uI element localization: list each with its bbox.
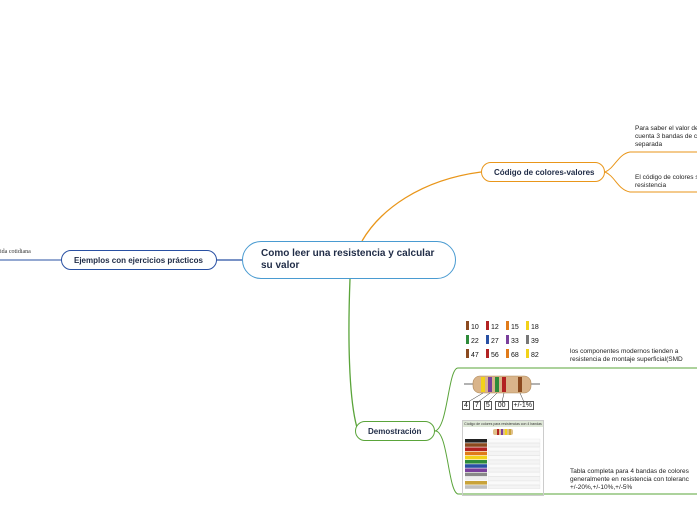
topic-codigo-colores[interactable]: Código de colores-valores: [481, 162, 605, 182]
topic-examples[interactable]: Ejemplos con ejercicios prácticos: [61, 250, 217, 270]
resistor-value-label: 18: [531, 324, 539, 331]
topic-demostracion[interactable]: Demostración: [355, 421, 435, 441]
color-table-swatch: [465, 485, 487, 489]
resistor-glyph: [466, 335, 469, 344]
resistor-glyph: [486, 321, 489, 330]
codigo-subtopic-1-line: separada: [635, 141, 663, 148]
resistor-glyph: [466, 349, 469, 358]
resistor-value-label: 27: [491, 338, 499, 345]
color-table-row: [487, 443, 541, 447]
codigo-subtopic-1-line: Para saber el valor de: [635, 125, 697, 132]
topic-demo-label: Demostración: [368, 426, 422, 436]
resistor-value-grid-image[interactable]: 10 12 15 18 22 27 33 39 47 56 68 82: [466, 320, 544, 362]
color-table-row: [487, 447, 541, 452]
demo-subtopic-1-line: los componentes modernos tienden a: [570, 348, 679, 355]
color-table-swatch: [465, 460, 487, 464]
band-digit: 7: [472, 401, 481, 410]
resistor-glyph: [506, 335, 509, 344]
band-digit: 4: [462, 401, 470, 410]
color-table-swatch: [465, 447, 487, 451]
resistor-value-label: 10: [471, 324, 479, 331]
color-table-swatch: [465, 464, 487, 468]
color-table-svg: [465, 429, 541, 489]
resistor-photo-svg: [464, 375, 540, 403]
resistor-glyph: [526, 321, 529, 330]
resistor-value-label: 33: [511, 338, 519, 345]
color-table-caption: Código de colores para resistencias con …: [463, 421, 543, 427]
color-table-row: [487, 472, 541, 477]
resistor-glyph: [486, 349, 489, 358]
examples-cut-subtopic[interactable]: ida cotidiana: [0, 249, 31, 255]
demo-subtopic-2-line: Tabla completa para 4 bandas de colores: [570, 468, 689, 475]
color-table-row: [487, 438, 541, 443]
color-code-table-image[interactable]: Código de colores para resistencias con …: [462, 420, 544, 496]
resistor-value-label: 39: [531, 338, 539, 345]
resistor-grid-svg: 10 12 15 18 22 27 33 39 47 56 68 82: [466, 321, 539, 359]
resistor-glyph: [526, 335, 529, 344]
band-tolerance: +/-1%: [511, 401, 534, 410]
connector-codigo: [361, 171, 482, 242]
demo-subtopic-1[interactable]: los componentes modernos tienden a resis…: [570, 348, 683, 364]
color-table-swatch: [465, 481, 487, 485]
resistor-value-label: 47: [471, 352, 479, 359]
codigo-subtopic-1[interactable]: Para saber el valor de cuenta 3 bandas d…: [635, 125, 697, 149]
color-table-swatch: [465, 468, 487, 472]
color-table-swatch: [465, 443, 487, 447]
color-table-swatch: [465, 476, 487, 481]
connector-codigo-sub-2: [604, 171, 697, 193]
connector-demo: [348, 278, 359, 432]
color-table-row: [487, 476, 541, 481]
central-topic-title: Como leer una resistencia y calcular su …: [261, 248, 435, 271]
color-table-swatch: [465, 451, 487, 456]
codigo-subtopic-2[interactable]: El código de colores s resistencia: [635, 174, 697, 190]
color-table-swatch: [465, 455, 487, 460]
codigo-subtopic-2-line: El código de colores s: [635, 174, 697, 181]
color-table-swatch: [465, 472, 487, 477]
resistor-value-label: 15: [511, 324, 519, 331]
resistor-glyph: [506, 349, 509, 358]
resistor-value-label: 56: [491, 352, 499, 359]
color-table-row: [487, 451, 541, 456]
resistor-value-label: 68: [511, 352, 519, 359]
color-table-row: [487, 464, 541, 468]
resistor-value-label: 82: [531, 352, 539, 359]
codigo-subtopic-2-line: resistencia: [635, 182, 667, 189]
topic-codigo-label: Código de colores-valores: [494, 167, 595, 177]
color-table-row: [487, 459, 541, 464]
connector-codigo-sub-1: [604, 151, 697, 173]
resistor-value-label: 22: [471, 338, 479, 345]
demo-subtopic-1-line: resistencia de montaje superficial(SMD: [570, 356, 683, 363]
demo-subtopic-2-line: generalmente en resistencia con toleranc: [570, 476, 689, 483]
color-table-swatch: [465, 439, 487, 443]
topic-examples-label: Ejemplos con ejercicios prácticos: [74, 255, 203, 265]
connector-demo-img-2: [434, 430, 543, 495]
resistor-glyph: [526, 349, 529, 358]
codigo-subtopic-1-line: cuenta 3 bandas de c: [635, 133, 697, 140]
resistor-value-label: 12: [491, 324, 499, 331]
resistor-photo-image[interactable]: 4 7 5 00 +/-1%: [462, 372, 542, 412]
color-table-row: [487, 468, 541, 473]
band-multiplier: 00: [494, 401, 509, 410]
resistor-glyph: [506, 321, 509, 330]
resistor-glyph: [486, 335, 489, 344]
central-topic[interactable]: Como leer una resistencia y calcular su …: [242, 241, 456, 279]
resistor-glyph: [466, 321, 469, 330]
color-table-row: [487, 480, 541, 485]
color-table-row: [487, 455, 541, 460]
band-readout: 4 7 5 00 +/-1%: [462, 401, 534, 410]
connector-demo-img-1: [434, 367, 543, 432]
color-table-row: [487, 485, 541, 489]
demo-subtopic-2-line: +/-20%,+/-10%,+/-5%: [570, 484, 633, 491]
demo-subtopic-2[interactable]: Tabla completa para 4 bandas de colores …: [570, 468, 689, 492]
band-digit: 5: [483, 401, 492, 410]
